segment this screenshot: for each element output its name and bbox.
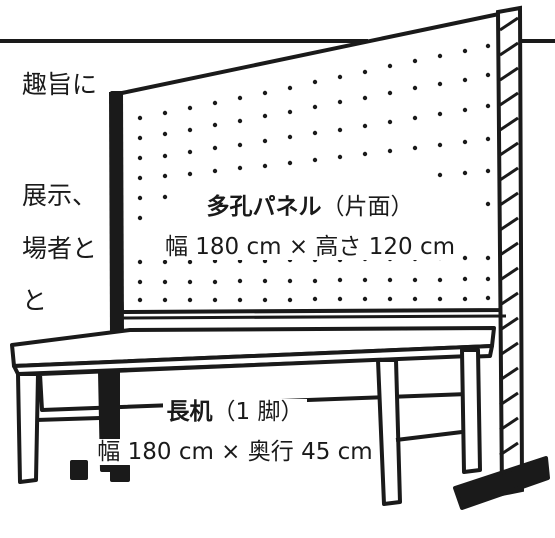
desk [10,326,550,510]
panel-label: 多孔パネル（片面） 幅 180 cm × 高さ 120 cm [130,187,490,261]
desk-sub: （1 脚） [212,399,304,425]
panel-sub: （片面） [321,194,414,220]
text-fragment-4: と [22,286,48,315]
desk-name: 長机 [166,399,213,425]
pegboard-holes [137,43,491,303]
panel-left-post [109,92,124,335]
text-fragment-1: 趣旨に [22,70,98,99]
text-fragment-2: 展示、 [22,181,98,210]
text-fragment-3: 場者と [22,234,98,263]
desk-dims: 幅 180 cm × 奥行 45 cm [93,439,377,465]
desk-label: 長机（1 脚） 幅 180 cm × 奥行 45 cm [55,392,415,466]
panel-dims: 幅 180 cm × 高さ 120 cm [160,234,460,260]
panel-name: 多孔パネル [206,194,322,220]
right-post-hatching [499,16,519,482]
